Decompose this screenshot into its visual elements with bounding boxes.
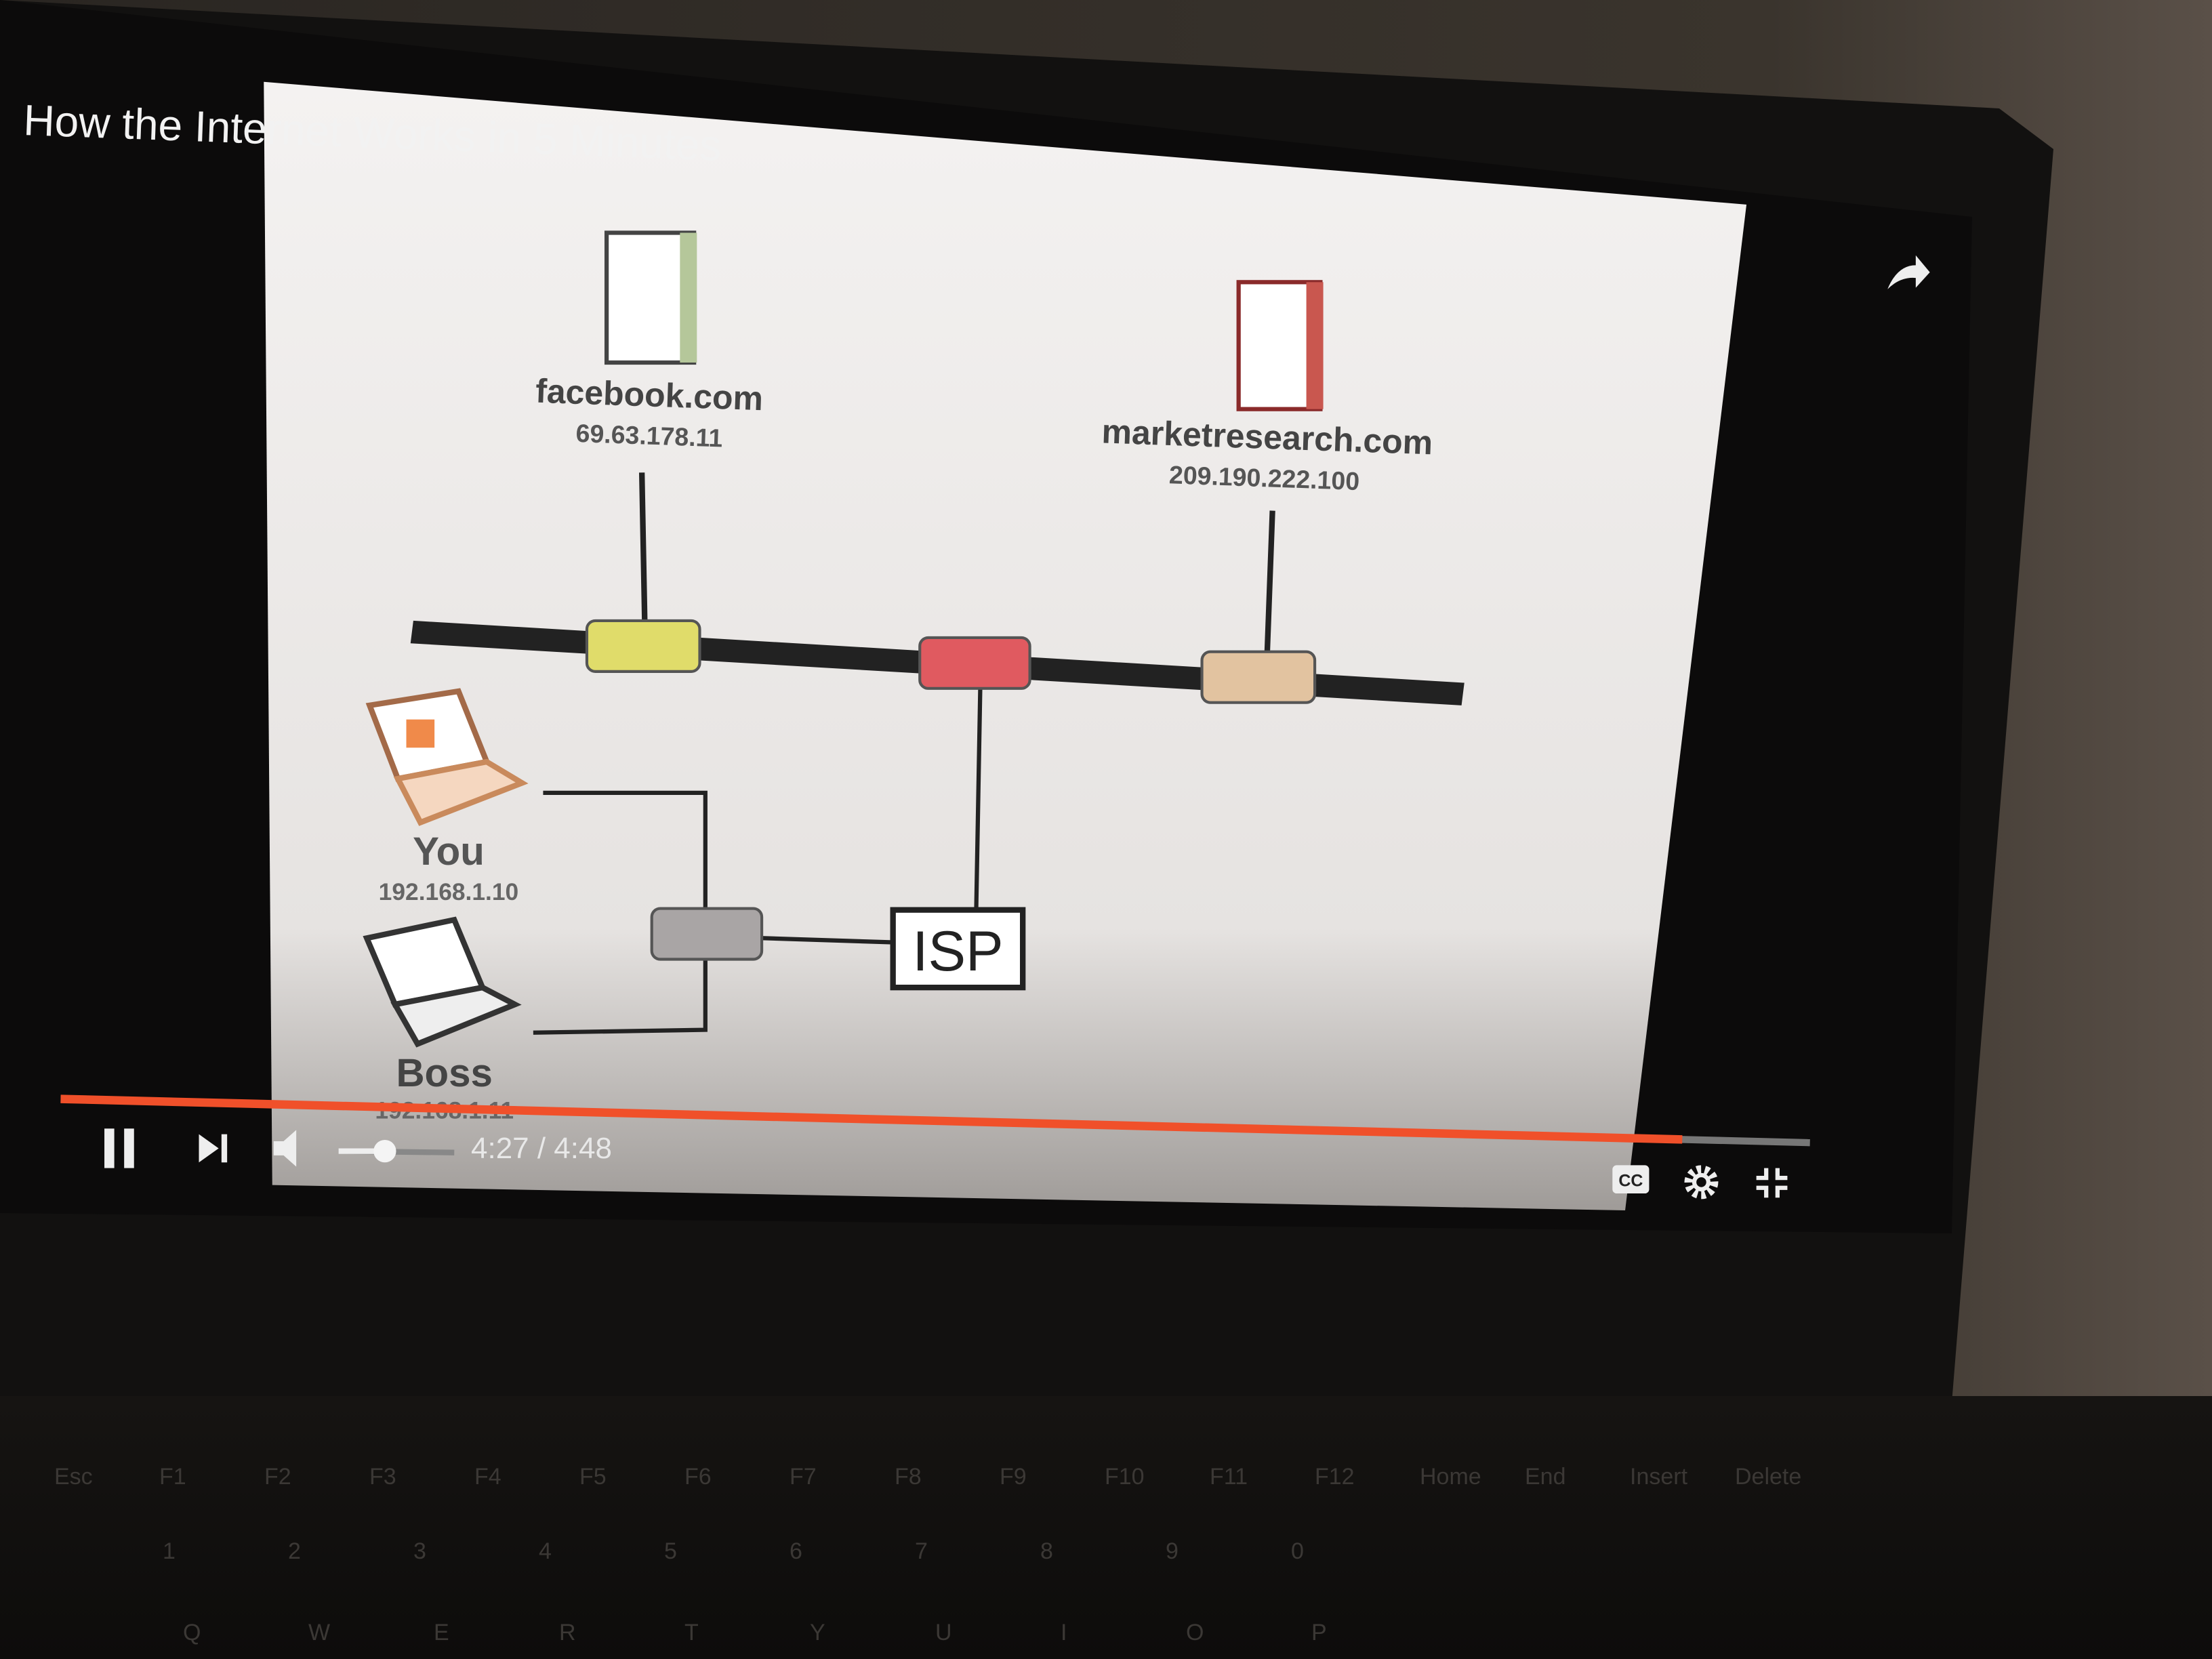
- share-icon[interactable]: [1887, 255, 1930, 289]
- server-facebook-icon: [604, 230, 697, 365]
- router-icon: [585, 619, 701, 673]
- router-icon: [918, 636, 1031, 690]
- captions-label: CC: [1618, 1172, 1643, 1191]
- key-f11[interactable]: F11: [1210, 1464, 1248, 1490]
- pause-icon[interactable]: [104, 1128, 134, 1168]
- key-f3[interactable]: F3: [369, 1464, 396, 1490]
- key-o[interactable]: O: [1186, 1620, 1204, 1645]
- key-w[interactable]: W: [308, 1620, 331, 1645]
- key-4[interactable]: 4: [539, 1538, 552, 1564]
- key-p[interactable]: P: [1311, 1620, 1327, 1645]
- computer-boss-name: Boss: [396, 1051, 492, 1095]
- key-3[interactable]: 3: [413, 1538, 426, 1564]
- isp-box: [890, 907, 1026, 991]
- link-marketresearch: [1264, 510, 1275, 663]
- server-facebook-name: facebook.com: [535, 372, 764, 418]
- key-1[interactable]: 1: [163, 1538, 176, 1564]
- key-6[interactable]: 6: [790, 1538, 802, 1564]
- link-router-isp: [761, 936, 893, 945]
- isp-label: ISP: [912, 920, 1003, 983]
- skip-next-icon[interactable]: [199, 1134, 228, 1163]
- laptop-keyboard: Esc F1 F2 F3 F4 F5 F6 F7 F8 F9 F10 F11 F12 Home End Ins…: [0, 1396, 2212, 1659]
- router-icon: [650, 907, 764, 961]
- key-q[interactable]: Q: [183, 1620, 201, 1645]
- server-marketresearch-ip: 209.190.222.100: [1168, 460, 1359, 495]
- key-8[interactable]: 8: [1040, 1538, 1053, 1564]
- key-f10[interactable]: F10: [1105, 1464, 1145, 1490]
- key-f1[interactable]: F1: [159, 1464, 186, 1490]
- key-2[interactable]: 2: [288, 1538, 301, 1564]
- link-boss: [533, 959, 708, 1035]
- laptop-you-icon: [365, 688, 529, 826]
- key-insert[interactable]: Insert: [1630, 1464, 1688, 1490]
- key-esc[interactable]: Esc: [54, 1464, 93, 1490]
- key-home[interactable]: Home: [1420, 1464, 1481, 1490]
- server-marketresearch-icon: [1236, 280, 1324, 411]
- key-f4[interactable]: F4: [474, 1464, 501, 1490]
- computer-you-name: You: [413, 830, 485, 874]
- server-facebook-ip: 69.63.178.11: [575, 419, 723, 453]
- link-you: [543, 790, 708, 918]
- key-u[interactable]: U: [935, 1620, 952, 1645]
- captions-button[interactable]: CC: [1612, 1165, 1650, 1194]
- gear-icon[interactable]: [1684, 1165, 1719, 1200]
- key-f5[interactable]: F5: [579, 1464, 607, 1490]
- key-f9[interactable]: F9: [1000, 1464, 1027, 1490]
- link-isp-backbone: [974, 677, 983, 910]
- laptop-boss-icon: [363, 916, 522, 1048]
- key-i[interactable]: I: [1061, 1620, 1067, 1645]
- key-f7[interactable]: F7: [790, 1464, 817, 1490]
- key-f2[interactable]: F2: [264, 1464, 291, 1490]
- key-f8[interactable]: F8: [895, 1464, 922, 1490]
- router-icon: [1200, 650, 1317, 704]
- key-delete[interactable]: Delete: [1735, 1464, 1802, 1490]
- key-0[interactable]: 0: [1291, 1538, 1304, 1564]
- time-display: 4:27 / 4:48: [471, 1132, 612, 1165]
- key-5[interactable]: 5: [664, 1538, 677, 1564]
- key-9[interactable]: 9: [1166, 1538, 1179, 1564]
- volume-handle[interactable]: [373, 1139, 396, 1163]
- progress-played[interactable]: [60, 1094, 1683, 1144]
- key-t[interactable]: T: [684, 1620, 699, 1645]
- key-r[interactable]: R: [559, 1620, 576, 1645]
- key-f12[interactable]: F12: [1315, 1464, 1355, 1490]
- volume-icon[interactable]: [273, 1130, 297, 1167]
- key-f6[interactable]: F6: [684, 1464, 712, 1490]
- computer-you-ip: 192.168.1.10: [379, 879, 519, 905]
- key-e[interactable]: E: [434, 1620, 449, 1645]
- key-end[interactable]: End: [1525, 1464, 1566, 1490]
- key-7[interactable]: 7: [915, 1538, 928, 1564]
- exit-fullscreen-icon[interactable]: [1756, 1168, 1788, 1198]
- link-facebook: [638, 472, 648, 621]
- key-y[interactable]: Y: [810, 1620, 825, 1645]
